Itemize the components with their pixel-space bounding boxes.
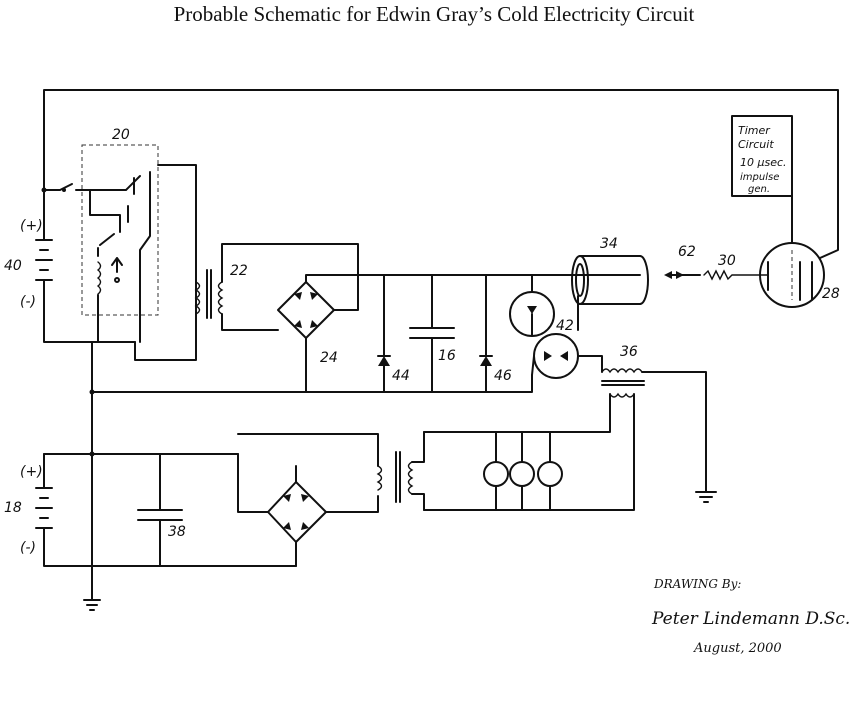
capacitor-16-label: 16 — [438, 348, 456, 364]
battery-40-plus-label: (+) — [20, 218, 43, 234]
capacitor-16: 16 — [409, 274, 456, 393]
bridge-rectifier-24-label: 24 — [320, 350, 338, 366]
negative-bus-upper — [89, 341, 533, 601]
transformer-lower — [376, 431, 425, 511]
tube-28: 28 — [759, 195, 840, 308]
capacitor-38-label: 38 — [168, 524, 186, 540]
battery-40: (+) 40 (-) — [4, 189, 93, 343]
credit-line2: Peter Lindemann D.Sc. — [651, 609, 850, 629]
page-title: Probable Schematic for Edwin Gray’s Cold… — [173, 2, 695, 26]
conversion-tube-34-label: 34 — [600, 236, 618, 252]
timer-line3: 10 μsec. — [740, 156, 787, 169]
top-feedback-wire — [43, 89, 839, 259]
diode-46-label: 46 — [494, 368, 512, 384]
transformer-22-label: 22 — [230, 263, 248, 279]
bridge-rectifier-24: 24 — [277, 274, 641, 393]
bridge-rectifier-lower — [237, 433, 379, 567]
output-62-label: 62 — [678, 244, 696, 260]
battery-40-label: 40 — [4, 258, 22, 274]
timer-line1: Timer — [738, 124, 771, 137]
battery-18-plus-label: (+) — [20, 464, 43, 480]
battery-18-minus-label: (-) — [20, 540, 36, 556]
conversion-tube-34: 34 — [571, 236, 649, 305]
transformer-36: 36 — [423, 344, 717, 511]
tube-28-label: 28 — [822, 286, 840, 302]
battery-18-label: 18 — [4, 500, 22, 516]
diode-44-label: 44 — [392, 368, 410, 384]
capacitor-38: 38 — [137, 453, 186, 567]
timer-line5: gen. — [748, 184, 770, 195]
spark-gap-42: 42 — [509, 274, 603, 379]
resistor-30: 30 — [703, 253, 769, 281]
transformer-36-label: 36 — [620, 344, 638, 360]
lamp-bank — [483, 431, 563, 511]
battery-18: (+) 18 (-) — [4, 451, 297, 567]
transformer-22: 22 — [194, 243, 359, 331]
timer-line2: Circuit — [738, 138, 774, 151]
ground-symbol-lower — [83, 599, 101, 611]
drawing-credit: DRAWING By: Peter Lindemann D.Sc. August… — [651, 577, 850, 656]
resistor-30-label: 30 — [718, 253, 736, 269]
timer-circuit: Timer Circuit 10 μsec. impulse gen. — [731, 115, 793, 197]
spark-gap-42-label: 42 — [556, 318, 574, 334]
credit-line3: August, 2000 — [693, 641, 782, 656]
output-62: 62 — [664, 244, 701, 279]
timer-line4: impulse — [740, 172, 779, 183]
diode-44: 44 — [377, 274, 410, 393]
credit-line1: DRAWING By: — [653, 577, 741, 591]
switch-assembly-20: 20 — [41, 127, 197, 361]
battery-40-minus-label: (-) — [20, 294, 36, 310]
switch-assembly-label: 20 — [112, 127, 130, 143]
diode-46: 46 — [479, 274, 512, 393]
